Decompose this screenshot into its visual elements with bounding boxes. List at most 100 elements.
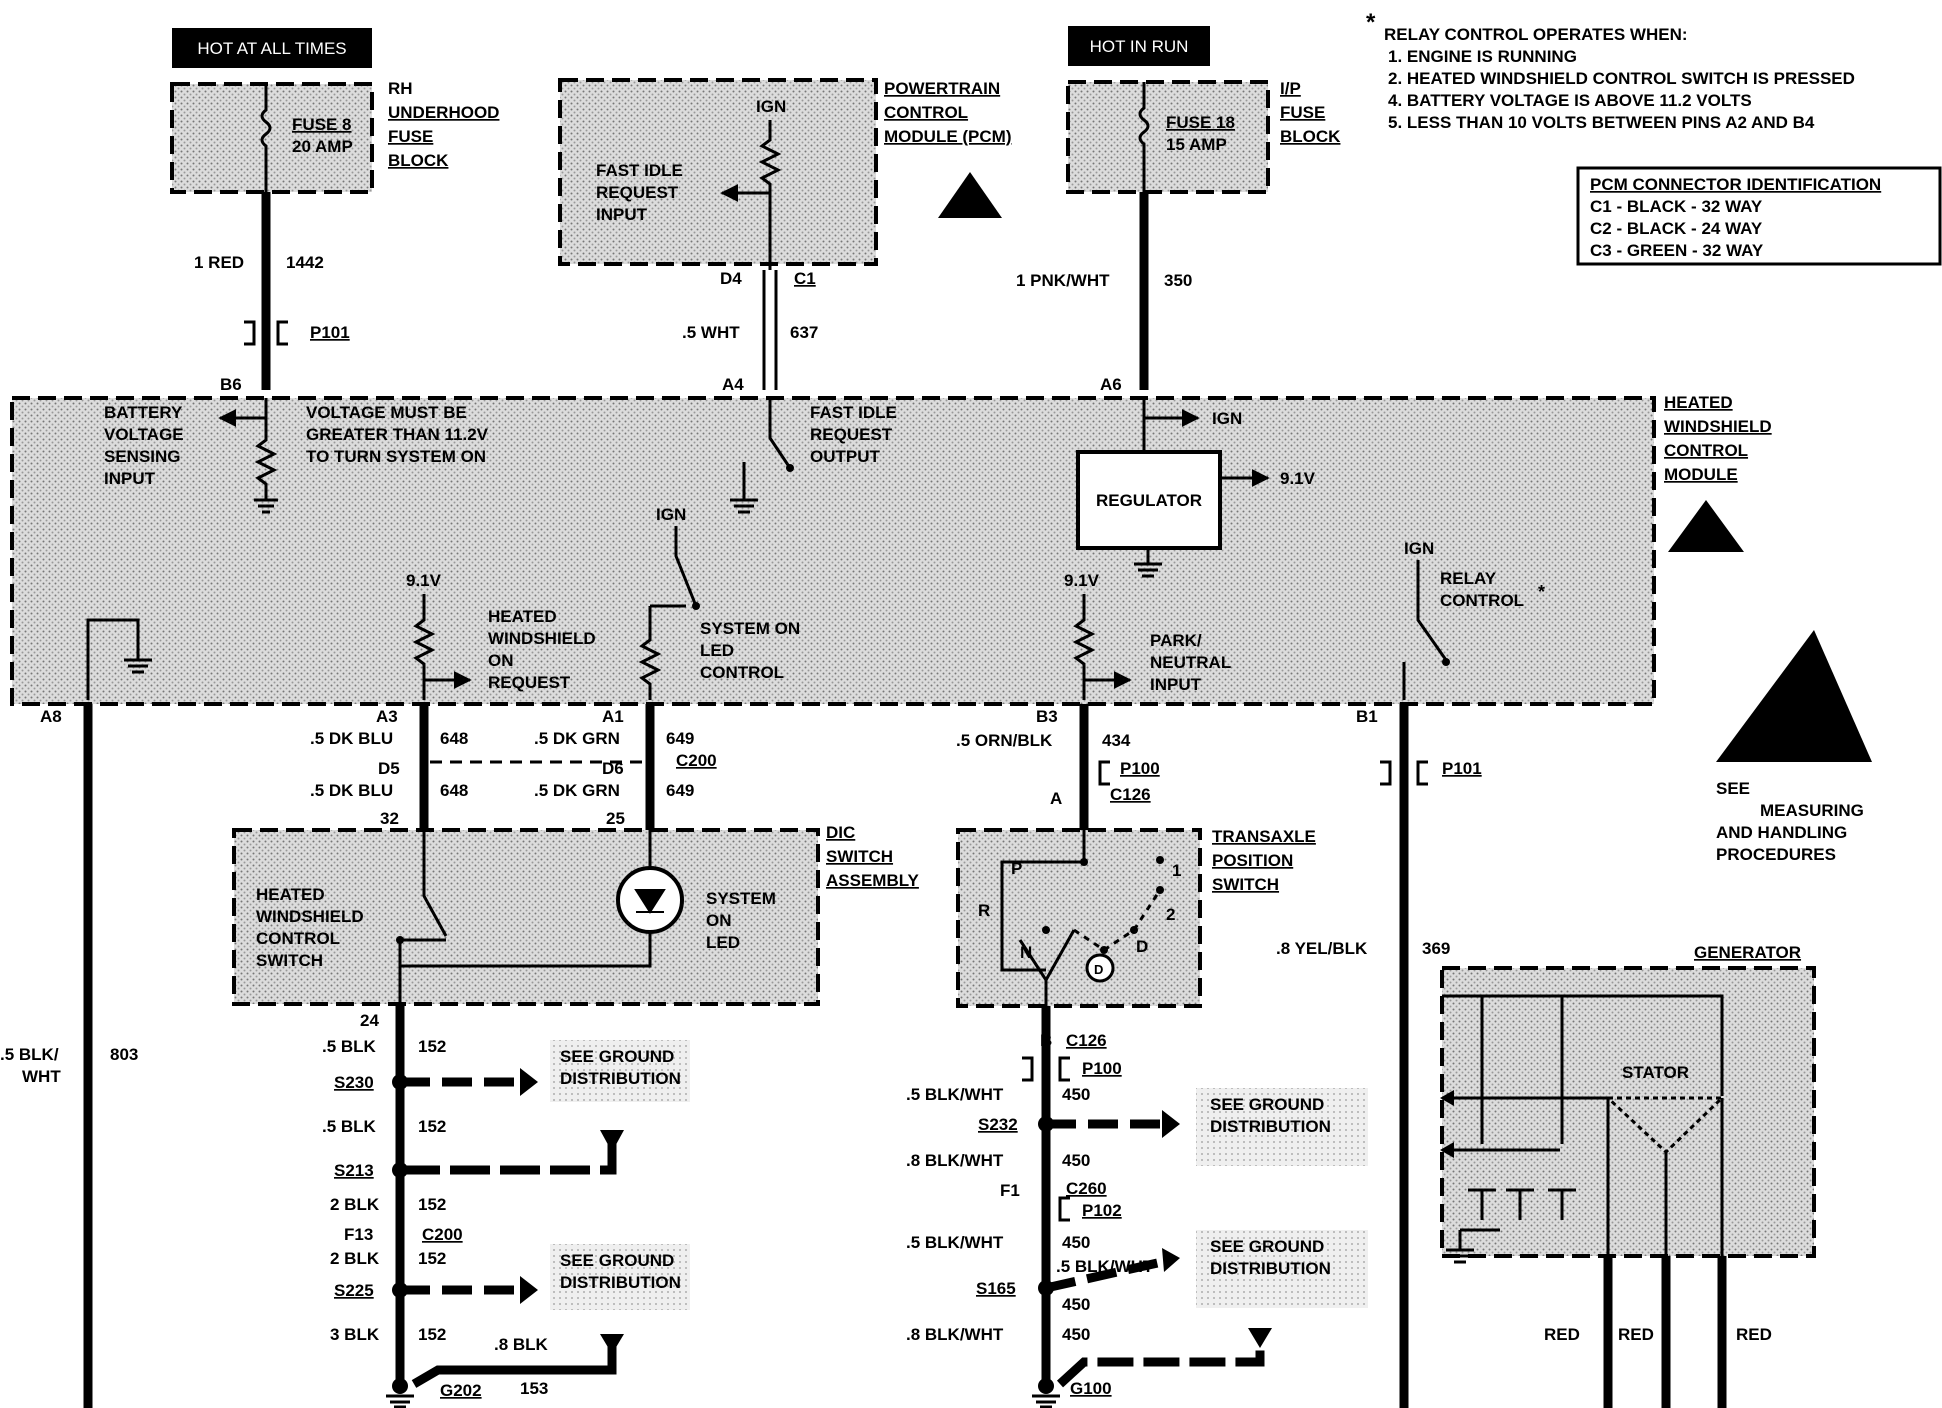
system-on-led-label: SYSTEM xyxy=(706,889,776,908)
wire-152-color: .5 BLK xyxy=(322,1037,377,1056)
bias-voltage-label: 9.1V xyxy=(1064,571,1100,590)
connector-p100: P100 xyxy=(1120,759,1160,778)
wire-152-color: 2 BLK xyxy=(330,1195,380,1214)
see-ground-label: SEE GROUND xyxy=(1210,1237,1324,1256)
wire-434-color: .5 ORN/BLK xyxy=(956,731,1053,750)
generator: GENERATOR STATOR RED RED RED xyxy=(1440,943,1816,1408)
wire-153-number: 153 xyxy=(520,1379,548,1398)
wire-369: P101 .8 YEL/BLK 369 xyxy=(1276,704,1482,1408)
wire-637-number: 637 xyxy=(790,323,818,342)
wire-648-color: .5 DK BLU xyxy=(310,729,393,748)
pin-25: 25 xyxy=(606,809,625,828)
wire-450-color: .8 BLK/WHT xyxy=(906,1325,1004,1344)
see-ground-label: DISTRIBUTION xyxy=(1210,1117,1331,1136)
wire-450-number: 450 xyxy=(1062,1233,1090,1252)
ip-fuse-block-label: BLOCK xyxy=(1280,127,1341,146)
connector-p102: P102 xyxy=(1082,1201,1122,1220)
hot-at-all-times-badge: HOT AT ALL TIMES xyxy=(172,28,372,68)
svg-text:*: * xyxy=(1366,9,1376,36)
relay-control-label: CONTROL xyxy=(1440,591,1524,610)
wire-637-color: .5 WHT xyxy=(682,323,740,342)
ground-icon xyxy=(124,658,152,674)
fuse-18-rating: 15 AMP xyxy=(1166,135,1227,154)
system-on-led-label: LED xyxy=(706,933,740,952)
see-ground-label: DISTRIBUTION xyxy=(1210,1259,1331,1278)
see-measuring-label: SEE xyxy=(1716,779,1750,798)
battery-sense-label: INPUT xyxy=(104,469,156,488)
pin-d5: D5 xyxy=(378,759,400,778)
hot-in-run-text: HOT IN RUN xyxy=(1090,37,1189,56)
connector-c200: C200 xyxy=(422,1225,463,1244)
wire-450-number: 450 xyxy=(1062,1151,1090,1170)
connector-c126: C126 xyxy=(1066,1031,1107,1050)
relay-note-item: 4. BATTERY VOLTAGE IS ABOVE 11.2 VOLTS xyxy=(1388,91,1752,110)
wire-450-color: .8 BLK/WHT xyxy=(906,1151,1004,1170)
park-neutral-label: INPUT xyxy=(1150,675,1202,694)
pin-a1: A1 xyxy=(602,707,624,726)
heated-windshield-control-module: HEATED WINDSHIELD CONTROL MODULE BATTERY… xyxy=(10,393,1772,706)
dic-label: ASSEMBLY xyxy=(826,871,920,890)
bias-voltage-label: 9.1V xyxy=(406,571,442,590)
pcm-connector-identification-table: PCM CONNECTOR IDENTIFICATION C1 - BLACK … xyxy=(1576,166,1942,266)
fuse-8-label: FUSE 8 xyxy=(292,115,352,134)
connector-p100: P100 xyxy=(1082,1059,1122,1078)
fast-idle-output-label: REQUEST xyxy=(810,425,893,444)
pin-24: 24 xyxy=(360,1011,379,1030)
voltage-note: TO TURN SYSTEM ON xyxy=(306,447,486,466)
hwcm-label: MODULE xyxy=(1664,465,1738,484)
fast-idle-input-label: REQUEST xyxy=(596,183,679,202)
wire-649-color: .5 DK GRN xyxy=(534,781,620,800)
ign-label: IGN xyxy=(656,505,686,524)
wire-152-number: 152 xyxy=(418,1117,446,1136)
pin-b3: B3 xyxy=(1036,707,1058,726)
hot-at-all-times-text: HOT AT ALL TIMES xyxy=(197,39,346,58)
connector-c200: C200 xyxy=(676,751,717,770)
connector-p101: P101 xyxy=(1442,759,1482,778)
wire-450-number: 450 xyxy=(1062,1325,1090,1344)
system-on-led-label: ON xyxy=(706,911,732,930)
top-feed-wires: 1 RED 1442 P101 B6 D4 C1 .5 WHT 637 A4 1… xyxy=(194,192,1192,394)
wire-803: .5 BLK/ WHT 803 xyxy=(0,704,138,1408)
esd-warning-icon xyxy=(1716,630,1872,762)
fast-idle-output-label: OUTPUT xyxy=(810,447,881,466)
gear-label: D xyxy=(1136,937,1148,956)
wire-649-color: .5 DK GRN xyxy=(534,729,620,748)
wire-152-number: 152 xyxy=(418,1195,446,1214)
hw-control-switch-label: HEATED xyxy=(256,885,325,904)
relay-note-item: 2. HEATED WINDSHIELD CONTROL SWITCH IS P… xyxy=(1388,69,1855,88)
hot-in-run-badge: HOT IN RUN xyxy=(1068,26,1210,66)
ground-icon xyxy=(1446,1248,1474,1264)
ground-icon xyxy=(730,462,758,514)
ground-icon xyxy=(254,498,278,514)
wire-803-number: 803 xyxy=(110,1045,138,1064)
pcm-connector-row: C1 - BLACK - 32 WAY xyxy=(1590,197,1763,216)
hw-control-switch-label: CONTROL xyxy=(256,929,340,948)
transaxle-label: POSITION xyxy=(1212,851,1293,870)
wire-648-number: 648 xyxy=(440,781,468,800)
see-ground-label: SEE GROUND xyxy=(560,1251,674,1270)
ground-icon xyxy=(1032,1394,1060,1408)
see-ground-label: DISTRIBUTION xyxy=(560,1273,681,1292)
gear-label: 2 xyxy=(1166,905,1175,924)
hwcm-label: CONTROL xyxy=(1664,441,1748,460)
ground-icon xyxy=(1134,548,1162,578)
ground-g100: G100 xyxy=(1070,1379,1112,1398)
generator-output-wire-color: RED xyxy=(1618,1325,1654,1344)
see-measuring-label: PROCEDURES xyxy=(1716,845,1836,864)
relay-note-title: RELAY CONTROL OPERATES WHEN: xyxy=(1384,25,1688,44)
fast-idle-input-label: FAST IDLE xyxy=(596,161,683,180)
wires-648-649: .5 DK BLU 648 .5 DK GRN 649 D5 D6 C200 .… xyxy=(310,704,717,830)
relay-control-note: * RELAY CONTROL OPERATES WHEN: 1. ENGINE… xyxy=(1366,9,1855,132)
wire-152-number: 152 xyxy=(418,1037,446,1056)
gear-label: P xyxy=(1011,859,1022,878)
rh-fuse-block-label: FUSE xyxy=(388,127,433,146)
wire-649-number: 649 xyxy=(666,729,694,748)
ground-icon xyxy=(386,1394,414,1408)
wire-649-number: 649 xyxy=(666,781,694,800)
connector-p101: P101 xyxy=(310,323,350,342)
pcm-connector-title: PCM CONNECTOR IDENTIFICATION xyxy=(1590,175,1881,194)
pin-b: B xyxy=(1040,1031,1052,1050)
pcm-connector-row: C2 - BLACK - 24 WAY xyxy=(1590,219,1763,238)
fast-idle-input-label: INPUT xyxy=(596,205,648,224)
pcm-label: CONTROL xyxy=(884,103,968,122)
